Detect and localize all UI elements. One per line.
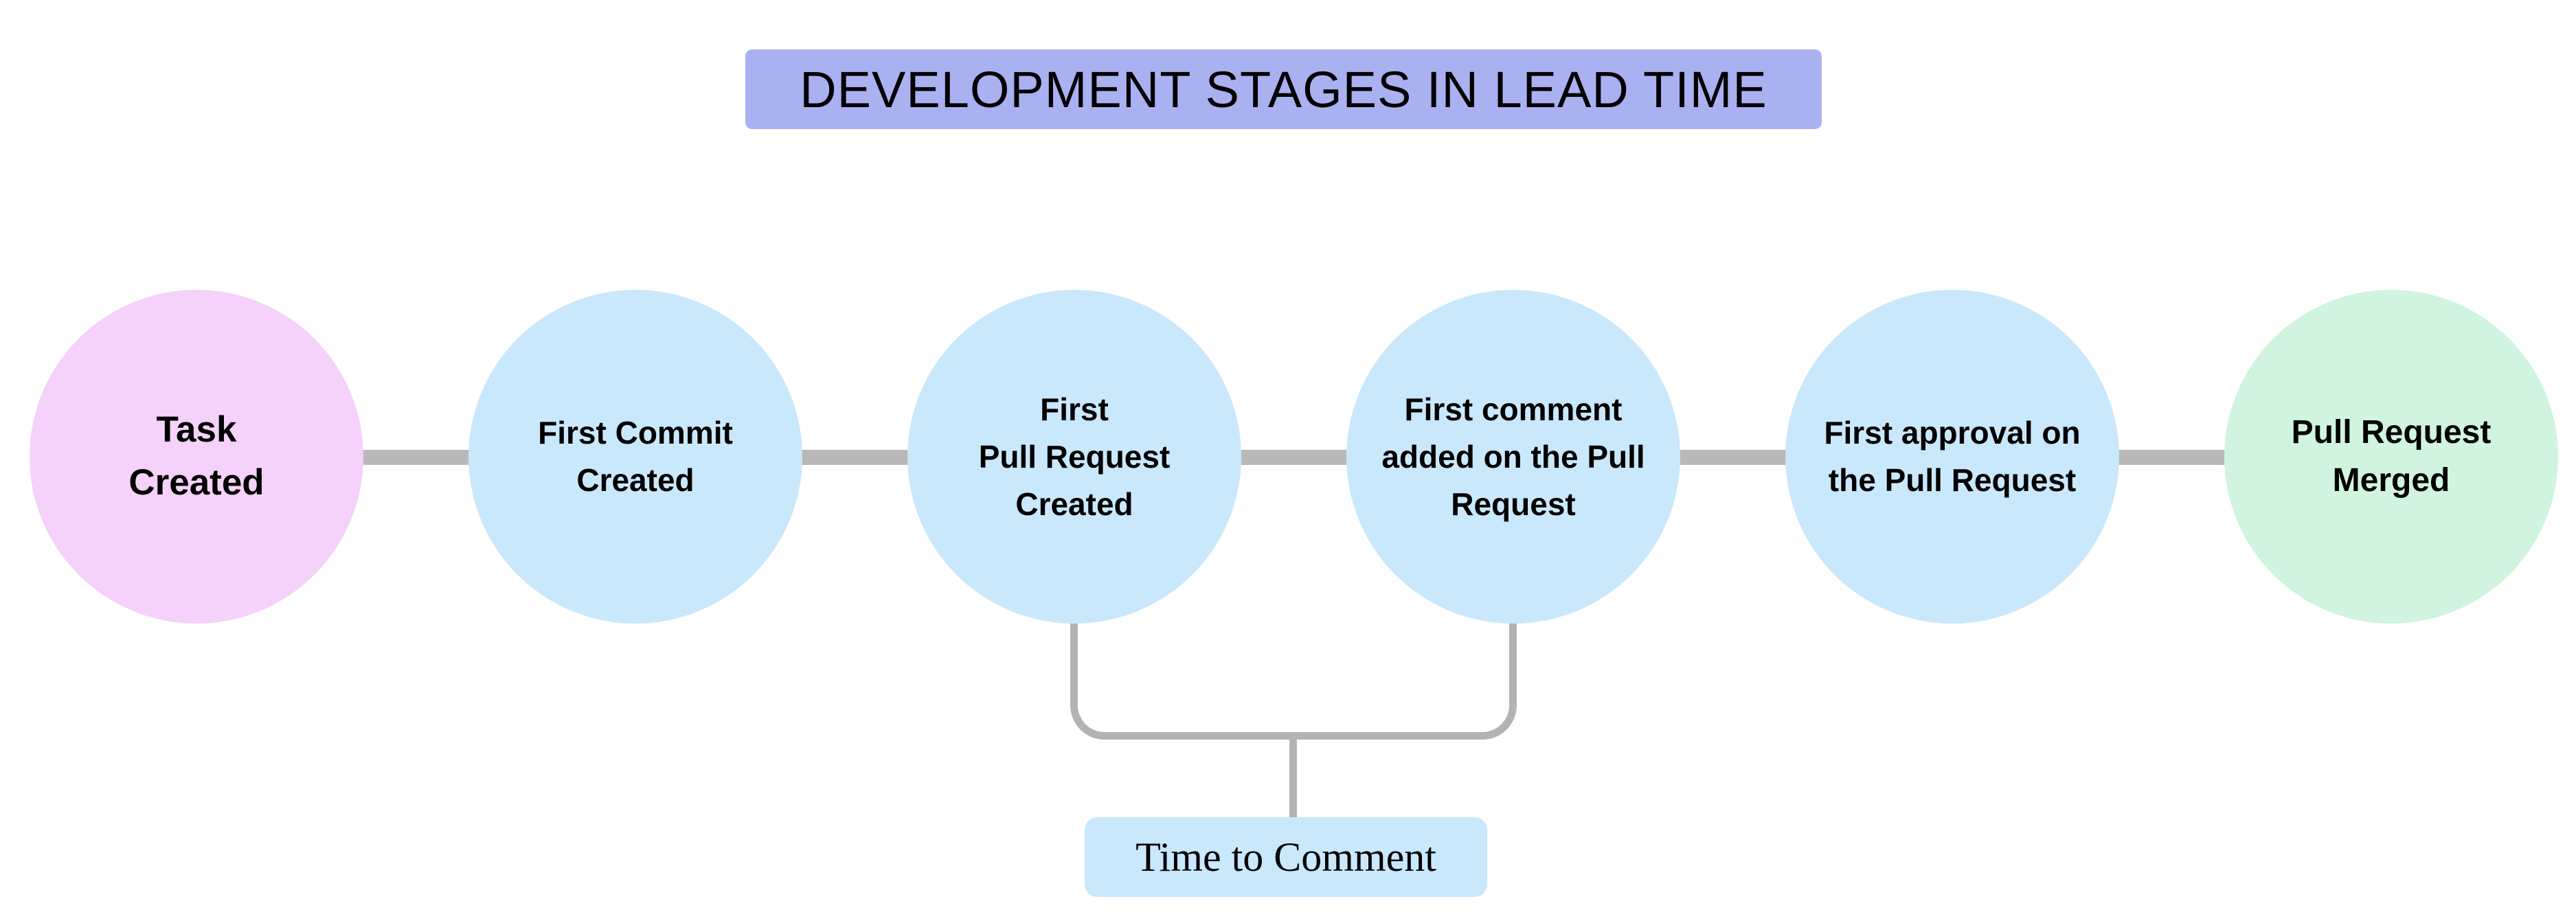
node-first-comment-added-label: First comment added on the Pull Request	[1381, 391, 1645, 522]
node-first-comment-added: First comment added on the Pull Request	[1346, 290, 1680, 624]
time-to-comment-label: Time to Comment	[1085, 817, 1487, 897]
node-first-approval: First approval on the Pull Request	[1785, 290, 2119, 624]
node-first-pull-request-created: First Pull Request Created	[907, 290, 1241, 624]
diagram-title: DEVELOPMENT STAGES IN LEAD TIME	[745, 49, 1822, 129]
node-first-commit-created-label: First Commit Created	[538, 415, 733, 498]
node-pull-request-merged: Pull Request Merged	[2224, 290, 2558, 624]
node-task-created-label: Task Created	[128, 409, 264, 503]
node-pull-request-merged-label: Pull Request Merged	[2291, 414, 2492, 499]
time-to-comment-bracket-stem	[1289, 740, 1297, 819]
node-first-pull-request-created-label: First Pull Request Created	[978, 391, 1171, 522]
node-task-created: Task Created	[30, 290, 363, 624]
node-first-commit-created: First Commit Created	[468, 290, 802, 624]
node-first-approval-label: First approval on the Pull Request	[1824, 415, 2081, 498]
time-to-comment-bracket	[1070, 622, 1517, 740]
